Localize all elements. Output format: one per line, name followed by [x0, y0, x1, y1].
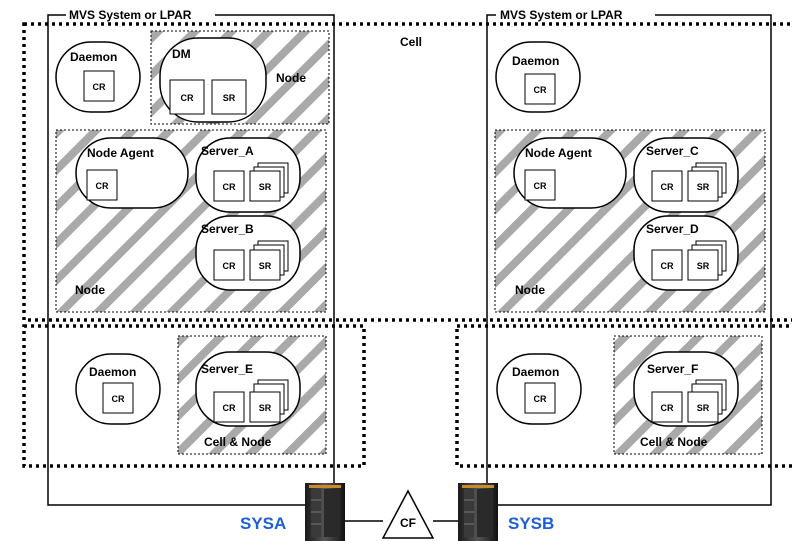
cr-label: CR [223, 182, 236, 192]
node-sysa-label: Node [75, 283, 105, 297]
server-label: Server_A [201, 144, 254, 158]
sr-label: SR [697, 403, 710, 413]
sr-label: SR [259, 182, 272, 192]
node-agent-label: Node Agent [525, 146, 592, 160]
daemon-label: Daemon [89, 365, 136, 379]
cr-label: CR [96, 181, 109, 191]
server-label: Server_C [646, 144, 699, 158]
server-label: Server_F [647, 362, 698, 376]
sr-label: SR [259, 403, 272, 413]
daemon-sysb-lower: Daemon CR [497, 354, 581, 424]
cell-node-sysa-label: Cell & Node [204, 435, 272, 449]
sysb-label: SYSB [508, 514, 554, 533]
sysa-mainframe-icon [305, 483, 345, 541]
cr-label: CR [223, 403, 236, 413]
cr-label: CR [181, 93, 194, 103]
daemon-sysb-cell: Daemon CR [496, 42, 580, 112]
server-b: Server_B CR SR [196, 216, 300, 290]
dm-node-label: Node [276, 71, 306, 85]
sysa-lpar-title: MVS System or LPAR [69, 8, 192, 22]
sysa-label: SYSA [240, 514, 286, 533]
cell-label: Cell [400, 35, 422, 49]
cr-label: CR [534, 181, 547, 191]
daemon-label: Daemon [512, 365, 559, 379]
daemon-sysa-cell: Daemon CR [56, 42, 140, 112]
node-agent-sysa: Node Agent CR [76, 138, 188, 208]
sysb-lpar-title: MVS System or LPAR [500, 8, 623, 22]
daemon-label: Daemon [512, 54, 559, 68]
cf-label: CF [400, 516, 416, 530]
cr-label: CR [661, 261, 674, 271]
sr-label: SR [259, 261, 272, 271]
sr-label: SR [223, 93, 236, 103]
server-e: Server_E CR SR [196, 352, 300, 426]
server-label: Server_E [201, 362, 253, 376]
server-f: Server_F CR SR [634, 352, 738, 426]
server-label: Server_B [201, 222, 254, 236]
node-agent-label: Node Agent [87, 146, 154, 160]
dm-label: DM [172, 47, 191, 61]
cell-node-sysb-label: Cell & Node [640, 435, 708, 449]
cr-label: CR [223, 261, 236, 271]
cr-label: CR [93, 82, 106, 92]
cr-label: CR [112, 394, 125, 404]
deployment-manager: DM CR SR [160, 38, 266, 122]
cr-label: CR [661, 182, 674, 192]
node-agent-sysb: Node Agent CR [514, 138, 626, 208]
daemon-label: Daemon [70, 50, 117, 64]
sr-label: SR [697, 261, 710, 271]
cr-label: CR [534, 85, 547, 95]
server-c: Server_C CR SR [634, 138, 738, 212]
sysb-mainframe-icon [458, 483, 498, 541]
node-sysb-label: Node [515, 283, 545, 297]
cr-label: CR [534, 394, 547, 404]
daemon-sysa-lower: Daemon CR [76, 354, 160, 424]
server-d: Server_D CR SR [634, 216, 738, 290]
server-label: Server_D [646, 222, 699, 236]
coupling-facility-icon: CF [383, 491, 433, 538]
server-a: Server_A CR SR [196, 138, 300, 212]
sr-label: SR [697, 182, 710, 192]
cr-label: CR [661, 403, 674, 413]
